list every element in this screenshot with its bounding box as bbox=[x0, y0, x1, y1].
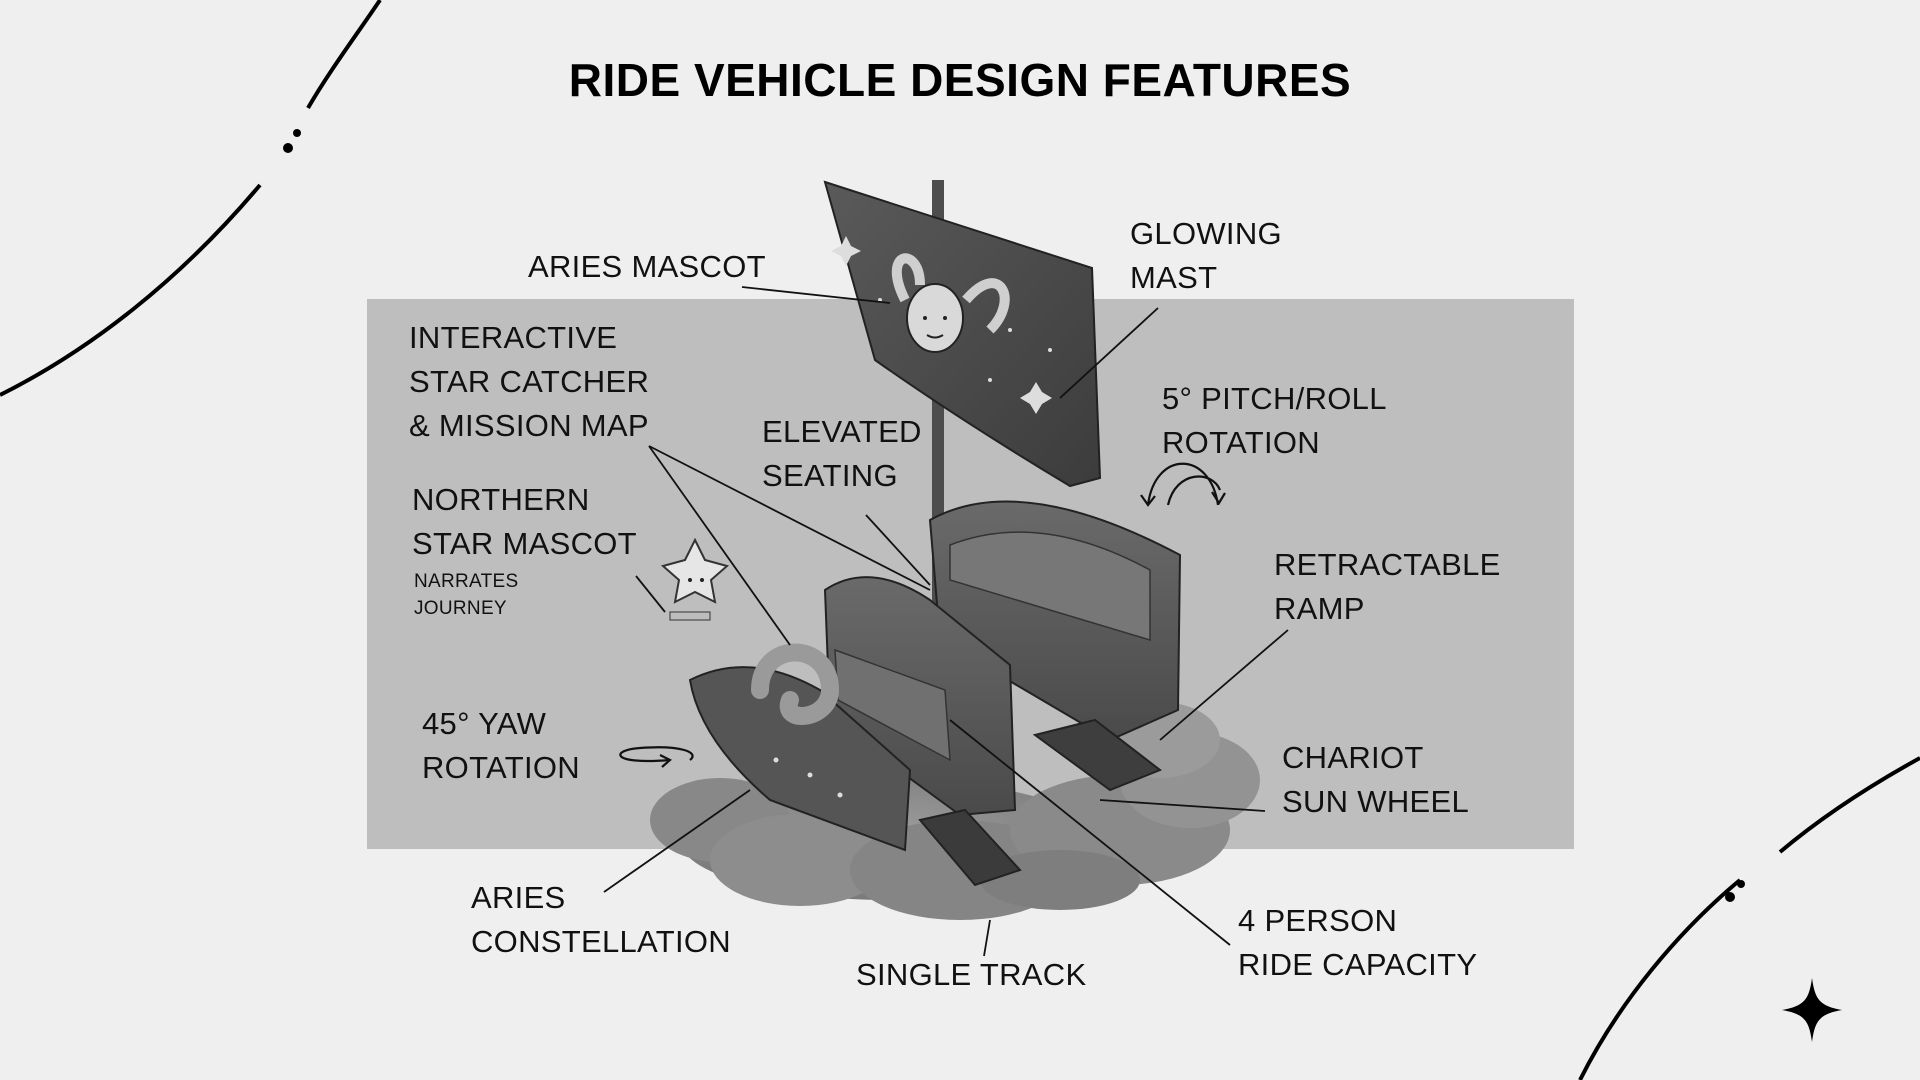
label-chariot-sun-wheel: CHARIOT SUN WHEEL bbox=[1282, 740, 1470, 819]
label-pitch-roll: 5° PITCH/ROLL ROTATION bbox=[1162, 381, 1387, 460]
label-glowing-mast: GLOWING MAST bbox=[1130, 216, 1282, 295]
front-boat-body bbox=[688, 666, 912, 852]
label-elevated-seating: ELEVATED SEATING bbox=[762, 414, 922, 493]
label-aries-mascot: ARIES MASCOT bbox=[528, 249, 766, 284]
sparkle-star-icon bbox=[1782, 978, 1842, 1042]
label-aries-constellation: ARIES CONSTELLATION bbox=[471, 880, 731, 959]
bottom-right-swoosh-upper bbox=[1778, 756, 1920, 854]
label-yaw-rotation: 45° YAW ROTATION bbox=[422, 706, 580, 785]
label-star-catcher: INTERACTIVE STAR CATCHER & MISSION MAP bbox=[409, 320, 650, 443]
bottom-right-swoosh bbox=[1578, 878, 1742, 1080]
rear-seat bbox=[928, 500, 1182, 742]
top-left-swoosh bbox=[0, 183, 262, 397]
ram-horn bbox=[751, 643, 840, 725]
label-single-track: SINGLE TRACK bbox=[856, 957, 1087, 992]
northern-star-mascot bbox=[660, 537, 730, 621]
top-left-swoosh-upper bbox=[306, 0, 382, 110]
label-ride-capacity: 4 PERSON RIDE CAPACITY bbox=[1238, 903, 1478, 982]
page-title: RIDE VEHICLE DESIGN FEATURES bbox=[568, 54, 1352, 106]
label-northern-star: NORTHERN STAR MASCOT bbox=[412, 482, 637, 561]
label-narrates-journey: NARRATES JOURNEY bbox=[414, 571, 519, 619]
label-retractable-ramp: RETRACTABLE RAMP bbox=[1274, 547, 1501, 626]
aries-ram-head bbox=[891, 253, 1010, 353]
